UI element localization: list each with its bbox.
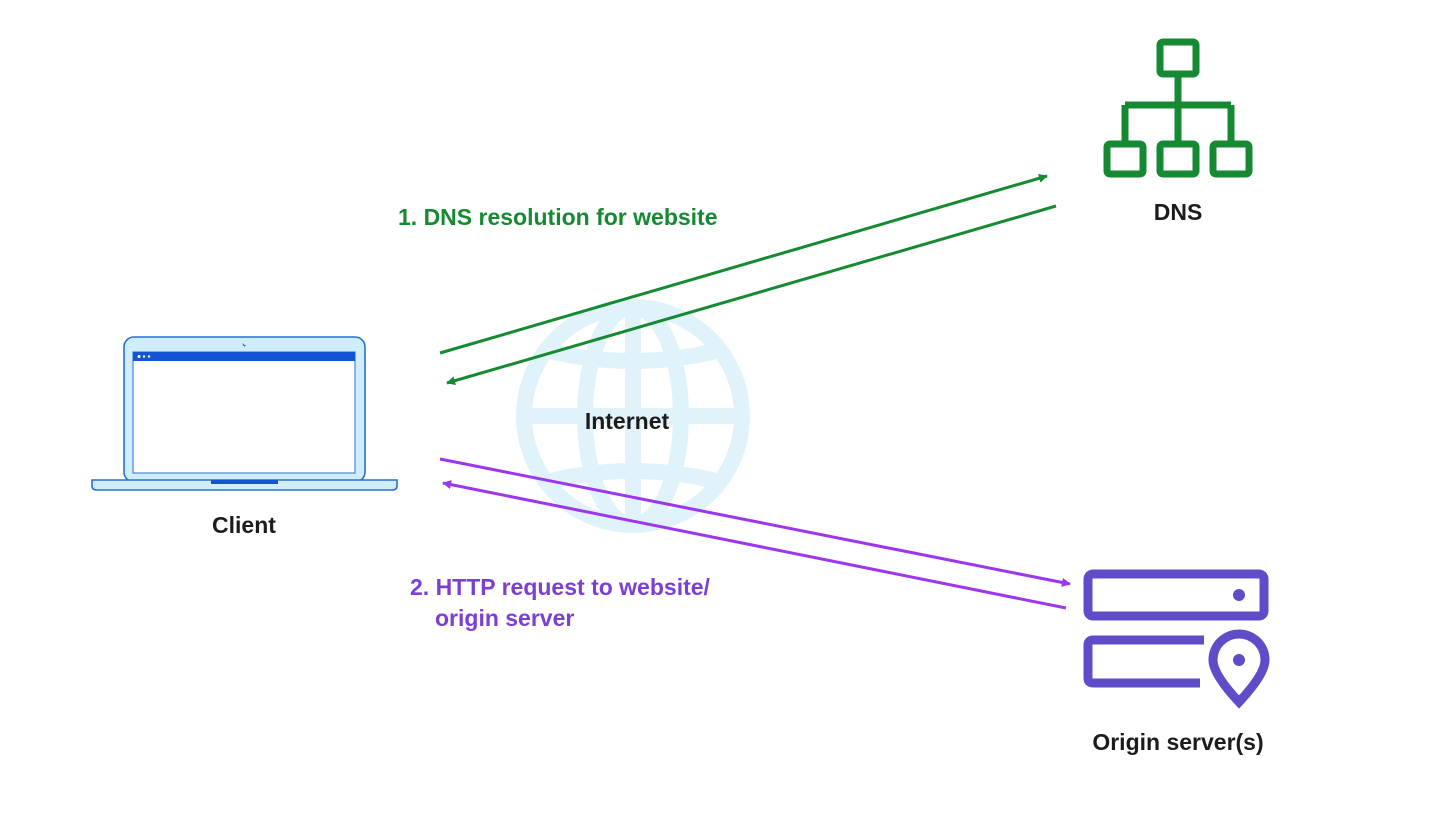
globe-icon <box>516 299 750 533</box>
http-step-label: 2. HTTP request to website/ origin serve… <box>410 572 710 634</box>
http-request-arrow <box>439 457 1071 587</box>
http-response-arrow <box>442 480 1067 610</box>
laptop-icon <box>91 336 398 491</box>
server-location-icon <box>1083 569 1270 709</box>
dns-request-arrow <box>439 173 1048 355</box>
internet-label: Internet <box>584 408 670 434</box>
dns-label: DNS <box>1153 199 1203 225</box>
http-step-label-line1: 2. HTTP request to website/ <box>410 574 710 600</box>
hierarchy-icon <box>1103 38 1253 178</box>
origin-server-label: Origin server(s) <box>1092 729 1264 755</box>
dns-response-arrow <box>446 204 1057 386</box>
client-label: Client <box>212 512 276 538</box>
dns-step-label: 1. DNS resolution for website <box>398 204 718 230</box>
http-step-label-line2: origin server <box>435 605 575 631</box>
